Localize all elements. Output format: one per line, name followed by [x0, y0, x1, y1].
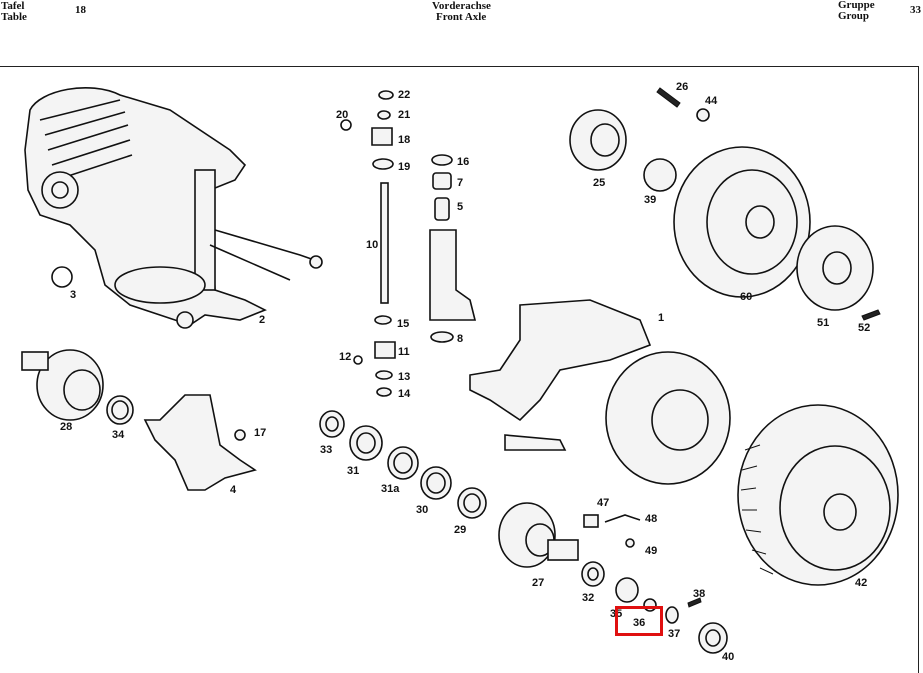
callout-34: 34 [112, 429, 125, 441]
callout-14: 14 [398, 388, 411, 400]
callout-20: 20 [336, 109, 348, 121]
callout-25: 25 [593, 177, 605, 189]
callout-30: 30 [416, 504, 428, 516]
callout-22: 22 [398, 89, 410, 101]
callout-5: 5 [457, 201, 463, 213]
callout-38: 38 [693, 588, 705, 600]
table-label: Table [1, 11, 27, 23]
callout-16: 16 [457, 156, 469, 168]
callout-10: 10 [366, 239, 378, 251]
gruppe-label: Gruppe [838, 0, 875, 11]
callout-47: 47 [597, 497, 609, 509]
callout-11: 11 [398, 346, 410, 358]
callout-44: 44 [705, 95, 718, 107]
callout-17: 17 [254, 427, 266, 439]
bearings-row [319, 410, 487, 519]
assembly-upper-left [24, 87, 323, 329]
callout-31: 31 [347, 465, 359, 477]
hub-lower-small-parts [498, 502, 728, 654]
callout-48: 48 [645, 513, 657, 525]
callout-37: 37 [668, 628, 680, 640]
title-english: Front Axle [436, 11, 487, 23]
callout-36: 36 [633, 617, 645, 629]
callout-4: 4 [230, 484, 237, 496]
callout-40: 40 [722, 651, 734, 663]
callout-51: 51 [817, 317, 829, 329]
callout-39: 39 [644, 194, 656, 206]
highlight-box-36 [615, 606, 663, 636]
callout-labels: 22 21 20 18 19 16 7 5 10 15 11 12 13 14 … [60, 81, 870, 663]
callout-8: 8 [457, 333, 463, 345]
hub-and-knuckle-left [21, 349, 257, 491]
callout-31a: 31a [381, 483, 400, 495]
tafel-label: Tafel [1, 0, 25, 12]
title-german: Vorderachse [432, 0, 491, 12]
callout-42: 42 [855, 577, 867, 589]
callout-18: 18 [398, 134, 410, 146]
hub-and-disc-upper [569, 87, 881, 321]
callout-12: 12 [339, 351, 351, 363]
callout-49: 49 [645, 545, 657, 557]
assembly-right [469, 299, 731, 485]
group-label: Group [838, 10, 869, 22]
callout-27: 27 [532, 577, 544, 589]
callout-26: 26 [676, 81, 688, 93]
callout-1: 1 [658, 312, 664, 324]
callout-19: 19 [398, 161, 410, 173]
table-number: 18 [75, 4, 86, 16]
callout-3: 3 [70, 289, 76, 301]
callout-2: 2 [259, 314, 265, 326]
kingpin-stack [340, 90, 477, 397]
brake-drum [737, 404, 899, 586]
callout-21: 21 [398, 109, 410, 121]
callout-60: 60 [740, 291, 752, 303]
diagram-frame [0, 66, 919, 673]
callout-13: 13 [398, 371, 410, 383]
callout-52: 52 [858, 322, 870, 334]
callout-15: 15 [397, 318, 409, 330]
callout-32: 32 [582, 592, 594, 604]
callout-7: 7 [457, 177, 463, 189]
callout-28: 28 [60, 421, 72, 433]
group-number: 33 [910, 4, 921, 16]
callout-33: 33 [320, 444, 332, 456]
callout-29: 29 [454, 524, 466, 536]
